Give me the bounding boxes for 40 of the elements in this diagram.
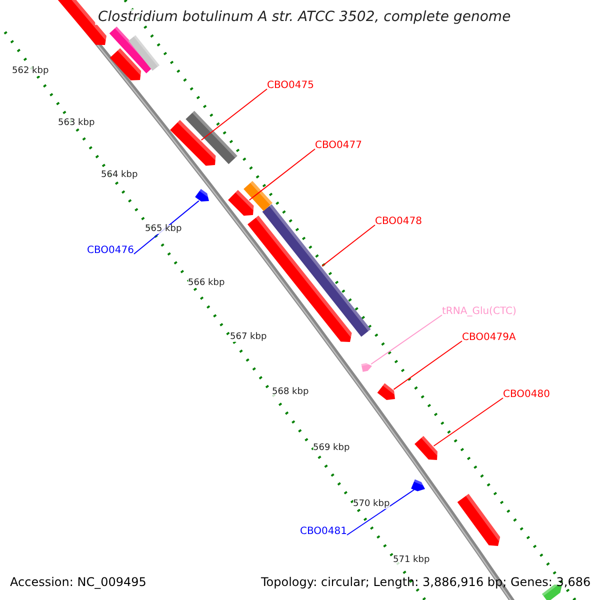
gene-feature [110,48,142,80]
leader-line [200,88,268,141]
gene-feature [195,188,209,202]
gene-feature [361,363,372,372]
leader-line [248,148,316,201]
gene-feature [248,216,352,342]
gene-label: CBO0480 [503,390,550,400]
leader-line [346,489,415,536]
leader-line [370,314,442,365]
gene-label: CBO0481 [300,527,347,537]
leader-line [393,340,462,390]
leader-line [433,398,504,446]
scale-label: 568 kbp [272,388,309,397]
info-text: Accession: NC_009495 [10,576,146,588]
gene-feature [244,180,272,212]
gene-feature [186,110,238,164]
gene-label: tRNA_Glu(CTC) [442,307,516,317]
leader-line [322,224,376,267]
gene-feature [457,494,500,546]
gene-feature [411,479,425,492]
info-text: Topology: circular; Length: 3,886,916 bp; Genes: 3,686 [261,576,591,588]
gene-feature [377,383,395,400]
scale-label: 565 kbp [145,225,182,234]
gene-feature [128,35,160,71]
gene-label: CBO0475 [267,81,314,91]
gene-label: CBO0477 [315,141,362,151]
gene-feature [228,190,254,216]
scale-label: 562 kbp [12,67,49,76]
gene-label: CBO0479A [462,333,516,343]
scale-label: 567 kbp [230,333,267,342]
scale-label: 566 kbp [188,279,225,288]
gene-label: CBO0478 [375,217,422,227]
gene-label: CBO0476 [87,246,134,256]
scale-label: 570 kbp [353,500,390,509]
gene-feature [170,120,216,166]
gene-feature [414,436,438,460]
scale-label: 569 kbp [313,444,350,453]
scale-label: 563 kbp [58,119,95,128]
scale-label: 571 kbp [393,556,430,565]
scale-label: 564 kbp [101,171,138,180]
